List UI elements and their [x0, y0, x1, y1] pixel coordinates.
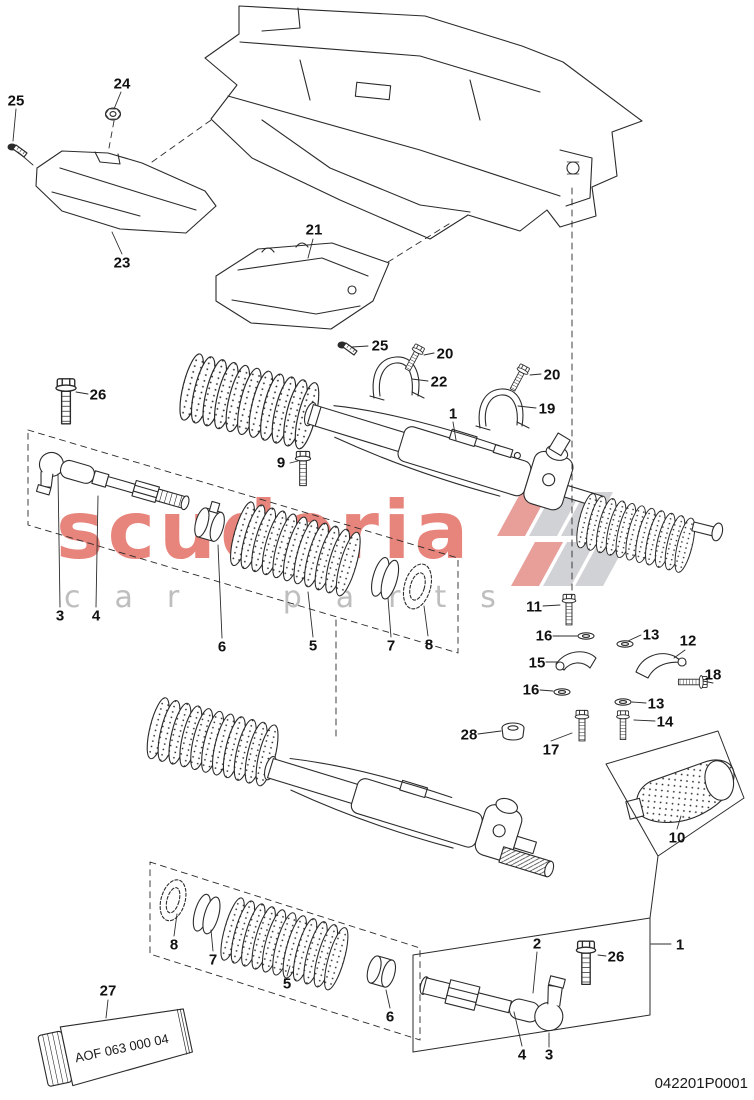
- part-washer-13-top: [616, 640, 634, 648]
- part-bellows-5-upper: [225, 499, 366, 599]
- part-heat-shield-21: [215, 242, 390, 330]
- part-heat-shield-23: [35, 150, 217, 234]
- part-ring-8-upper: [402, 563, 433, 610]
- part-pipe-15: [555, 651, 597, 671]
- part-washer-13-bottom: [614, 698, 632, 706]
- part-sealant-tube-27: AOF 063 000 04: [37, 1008, 193, 1087]
- diagram-code: 042201P0001: [654, 1075, 748, 1092]
- part-bracket-19: [475, 388, 530, 431]
- part-steering-rack-lower: [142, 695, 555, 878]
- part-ring-7-upper: [371, 557, 400, 600]
- group-boxes: [412, 730, 745, 1053]
- construction-lines: [27, 117, 573, 1041]
- part-nut-24: [104, 107, 122, 121]
- part-boot-10: [625, 759, 735, 823]
- part-bolt-14: [616, 710, 630, 741]
- part-ring-7-lower: [192, 893, 221, 935]
- part-bolt-9: [294, 450, 312, 487]
- part-bolt-18: [677, 675, 708, 689]
- part-ring-8-lower: [159, 879, 187, 922]
- part-bolt-26-lower: [575, 940, 597, 986]
- part-clamp-6-upper: [194, 500, 225, 542]
- part-tie-rod-end-3-4-upper: [35, 451, 190, 511]
- part-grommet-28: [501, 722, 525, 741]
- part-clamp-6-lower: [366, 955, 397, 988]
- part-pipe-12: [635, 653, 687, 679]
- part-bolt-11: [561, 593, 577, 626]
- part-screw-25-left: [6, 142, 28, 158]
- part-bolt-17: [574, 709, 590, 742]
- part-screw-25-mid: [336, 340, 358, 356]
- leader-lines: [12, 91, 714, 1048]
- part-washer-16-bottom: [553, 688, 571, 696]
- part-bolt-26-upper: [55, 378, 77, 425]
- part-tie-rod-2: [419, 975, 566, 1032]
- part-washer-16-top: [577, 632, 595, 640]
- part-bolt-20-right: [506, 362, 531, 394]
- part-bellows-5-lower: [215, 895, 354, 993]
- part-underbody-panel: [204, 5, 643, 240]
- part-bracket-22: [369, 356, 425, 401]
- part-steering-rack-upper: [174, 351, 724, 575]
